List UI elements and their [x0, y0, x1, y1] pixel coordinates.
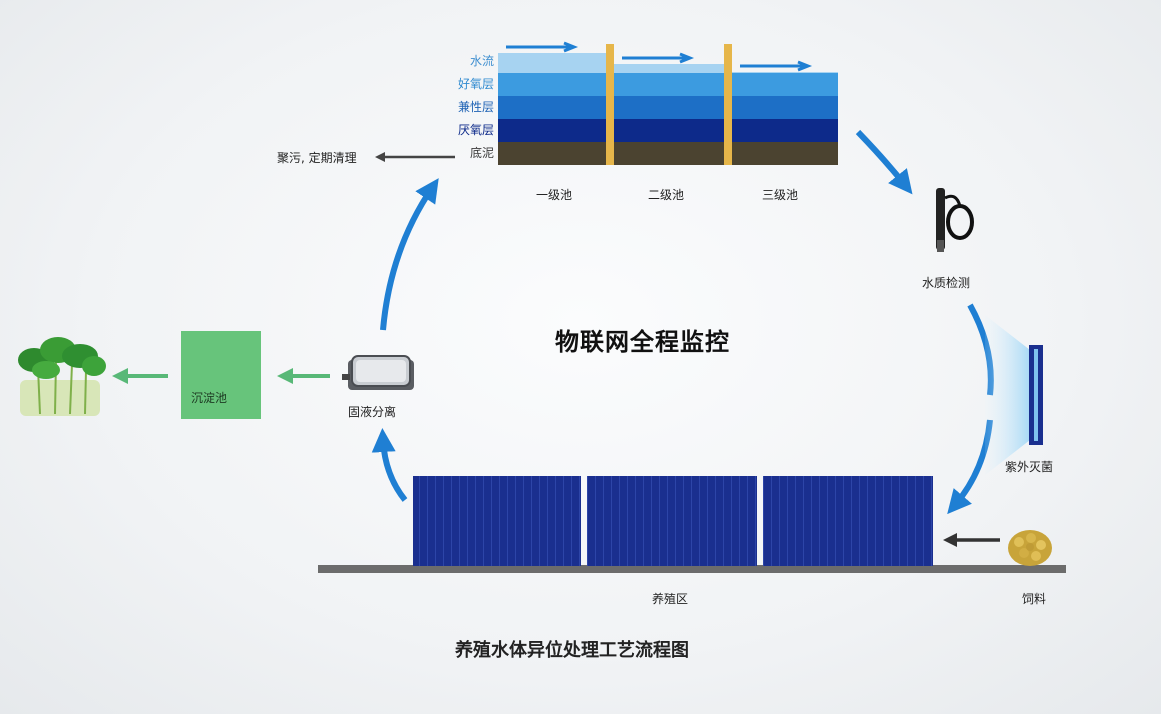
sediment-tank-box: 沉淀池 — [181, 331, 261, 419]
separator-icon — [342, 355, 414, 390]
uv-label: 紫外灭菌 — [1005, 460, 1054, 474]
culture-label: 养殖区 — [652, 592, 689, 606]
plants-icon — [18, 337, 106, 416]
uv-lamp-icon — [1029, 345, 1043, 445]
culture-panels — [413, 476, 933, 566]
sludge-note: 聚污, 定期清理 — [277, 151, 357, 165]
uv-glow — [985, 315, 1030, 475]
tank-1-layer-5 — [498, 142, 606, 165]
tank-1-layer-1 — [498, 53, 606, 74]
flow-arrow-to-test — [855, 129, 913, 195]
separator-label: 固液分离 — [348, 405, 397, 419]
tank-3-layer-5 — [732, 142, 838, 165]
culture-panel-graphic — [413, 476, 933, 566]
layer-label-5: 底泥 — [469, 146, 494, 160]
tank-1-layer-2 — [498, 73, 606, 96]
feed-pellets-icon — [1008, 530, 1052, 566]
tank-1-layer-3 — [498, 96, 606, 119]
sediment-label: 沉淀池 — [191, 391, 228, 405]
water-flow-arrow-1 — [506, 41, 579, 53]
tank-1-layer-4 — [498, 119, 606, 142]
layer-label-3: 兼性层 — [457, 100, 494, 114]
tank-2-layer-3 — [614, 96, 724, 119]
diagram-caption: 养殖水体异位处理工艺流程图 — [455, 640, 689, 661]
tank-2-layer-1 — [614, 64, 724, 74]
water-flow-arrow-3 — [740, 60, 813, 72]
tank-3-layer-3 — [732, 96, 838, 119]
layer-label-2: 好氧层 — [457, 77, 494, 91]
tank-2-layer-2 — [614, 73, 724, 96]
flow-arrow-to-separator — [371, 428, 408, 502]
layer-label-1: 水流 — [469, 54, 494, 68]
tank-divider-2 — [724, 44, 732, 165]
tank-3-layer-4 — [732, 119, 838, 142]
feed-label: 饲料 — [1022, 592, 1047, 606]
water-flow-arrow-2 — [622, 52, 695, 64]
water-test-label: 水质检测 — [922, 276, 971, 290]
flow-arrow-to-tanks — [380, 178, 439, 331]
layer-label-4: 厌氧层 — [457, 123, 494, 137]
flow-arrow-to-culture — [947, 419, 993, 515]
tank-label-2: 二级池 — [648, 188, 685, 202]
tank-2-layer-4 — [614, 119, 724, 142]
tank-3-layer-2 — [732, 73, 838, 96]
tank-divider-1 — [606, 44, 614, 165]
diagram-title: 物联网全程监控 — [555, 328, 730, 356]
tank-system — [498, 41, 838, 165]
tank-2-layer-5 — [614, 142, 724, 165]
tank-label-3: 三级池 — [762, 188, 799, 202]
tank-label-1: 一级池 — [536, 188, 573, 202]
water-probe-icon — [936, 188, 974, 252]
layer-labels: 水流好氧层兼性层厌氧层底泥 — [400, 50, 494, 170]
ground-line — [318, 565, 1066, 573]
